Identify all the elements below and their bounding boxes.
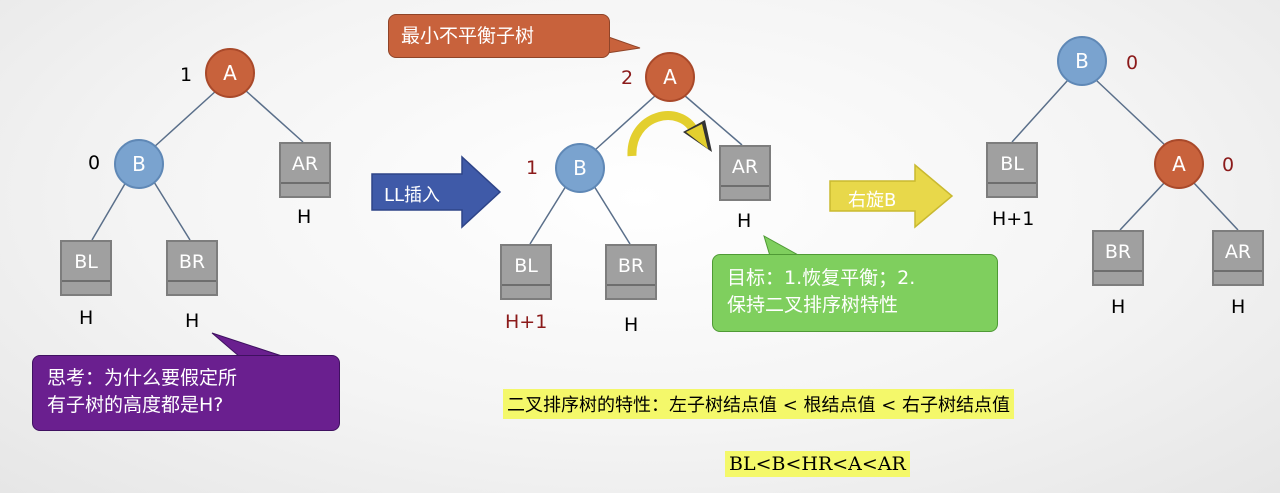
tree3-h-ar: H xyxy=(1231,296,1246,318)
tree1-box-bl: BL xyxy=(60,240,112,296)
tree2-node-a: A xyxy=(645,52,695,102)
edge-a-b-2 xyxy=(594,94,657,151)
callout-think-line1: 思考：为什么要假定所 xyxy=(47,367,238,389)
tree2-h-bl: H+1 xyxy=(505,311,548,333)
edge-a-ar-3 xyxy=(1192,181,1239,231)
tree1-bf-a: 1 xyxy=(180,64,193,86)
edge-b-br-1 xyxy=(153,181,191,241)
tree3-box-bl: BL xyxy=(986,142,1038,198)
tree3-node-a: A xyxy=(1154,139,1204,189)
tree2-bf-b: 1 xyxy=(526,157,539,179)
edge-b-bl-2 xyxy=(529,185,567,245)
edge-a-ar-1 xyxy=(244,89,304,143)
callout-think-line2: 有子树的高度都是H? xyxy=(47,394,224,416)
tree2-box-br: BR xyxy=(605,244,657,300)
edge-b-a-3 xyxy=(1095,79,1167,147)
tree1-h-br: H xyxy=(185,310,200,332)
callout-goal-line1: 目标：1.恢复平衡；2. xyxy=(727,267,916,289)
callout-min-text: 最小不平衡子树 xyxy=(401,25,535,47)
callout-think: 思考：为什么要假定所 有子树的高度都是H? xyxy=(32,355,340,431)
callout-goal-line2: 保持二叉排序树特性 xyxy=(727,294,899,316)
tree3-h-bl: H+1 xyxy=(992,208,1035,230)
bst-property-text: 二叉排序树的特性：左子树结点值 < 根结点值 < 右子树结点值 xyxy=(503,389,1015,419)
tree1-box-br: BR xyxy=(166,240,218,296)
edge-a-br-3 xyxy=(1119,181,1166,231)
tree3-box-br: BR xyxy=(1092,230,1144,286)
rotate-arrow-shape xyxy=(829,163,954,229)
insert-arrow-shape xyxy=(371,155,502,229)
edge-b-br-2 xyxy=(593,185,631,245)
tree1-bf-b: 0 xyxy=(88,152,101,174)
rotate-arrow-label: 右旋B xyxy=(848,190,897,211)
insert-arrow-label: LL插入 xyxy=(384,185,441,206)
tree3-node-b: B xyxy=(1057,36,1107,86)
tree2-h-ar: H xyxy=(737,210,752,232)
edge-b-bl-1 xyxy=(91,181,127,241)
tree1-node-a: A xyxy=(205,48,255,98)
tree3-bf-b: 0 xyxy=(1126,52,1139,74)
tree3-h-br: H xyxy=(1111,296,1126,318)
tree3-box-ar: AR xyxy=(1212,230,1264,286)
callout-think-tail xyxy=(211,332,286,358)
curved-rotation-arrow xyxy=(627,111,700,157)
callout-goal-tail xyxy=(763,234,802,257)
tree2-h-br: H xyxy=(624,314,639,336)
tree1-box-ar: AR xyxy=(279,142,331,198)
tree1-node-b: B xyxy=(114,139,164,189)
bst-order-text: BL<B<HR<A<AR xyxy=(725,451,910,477)
callout-min-unbalanced: 最小不平衡子树 xyxy=(388,14,610,58)
edge-b-bl-3 xyxy=(1011,79,1069,143)
tree2-bf-a: 2 xyxy=(621,67,634,89)
callout-goal: 目标：1.恢复平衡；2. 保持二叉排序树特性 xyxy=(712,254,998,332)
tree1-h-ar: H xyxy=(297,206,312,228)
edge-a-ar-2 xyxy=(683,94,743,146)
edge-a-b-1 xyxy=(152,89,218,149)
tree2-node-b: B xyxy=(555,143,605,193)
tree2-box-bl: BL xyxy=(500,244,552,300)
tree2-box-ar: AR xyxy=(719,145,771,201)
tree1-h-bl: H xyxy=(79,307,94,329)
tree3-bf-a: 0 xyxy=(1222,154,1235,176)
